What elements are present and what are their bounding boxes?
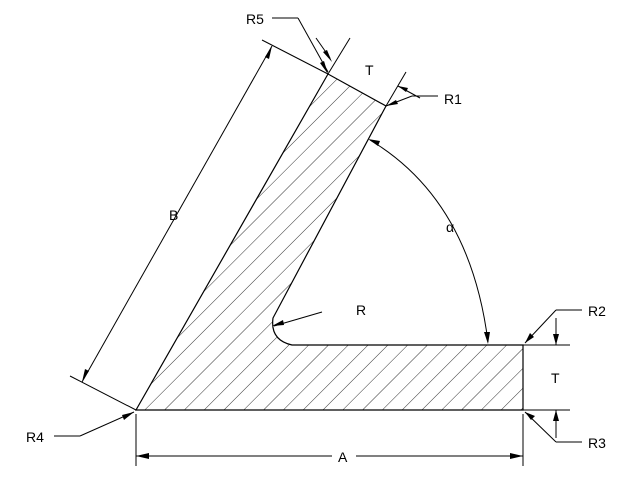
leader-r: R	[272, 302, 366, 327]
dimension-a: A	[135, 414, 524, 466]
r4-label: R4	[26, 429, 44, 445]
b-label: B	[169, 207, 178, 223]
a-label: A	[338, 449, 348, 465]
r3-label: R3	[588, 435, 606, 451]
dimension-alpha: α	[368, 139, 490, 344]
t-right-label: T	[551, 370, 560, 386]
r1-label: R1	[444, 91, 462, 107]
part-section	[134, 73, 524, 411]
leader-r3: R3	[524, 411, 606, 451]
leader-r4: R4	[26, 411, 135, 445]
t-top-label: T	[365, 62, 374, 78]
dimension-t-right: T	[523, 318, 570, 438]
leader-r2: R2	[524, 303, 606, 344]
dimension-b: B	[69, 39, 329, 411]
leader-r1: R1	[385, 85, 462, 107]
alpha-label: α	[446, 219, 454, 235]
dimension-t-top: R5 T	[246, 11, 407, 107]
r-label: R	[356, 302, 366, 318]
r2-label: R2	[588, 303, 606, 319]
r5-label: R5	[246, 11, 264, 27]
